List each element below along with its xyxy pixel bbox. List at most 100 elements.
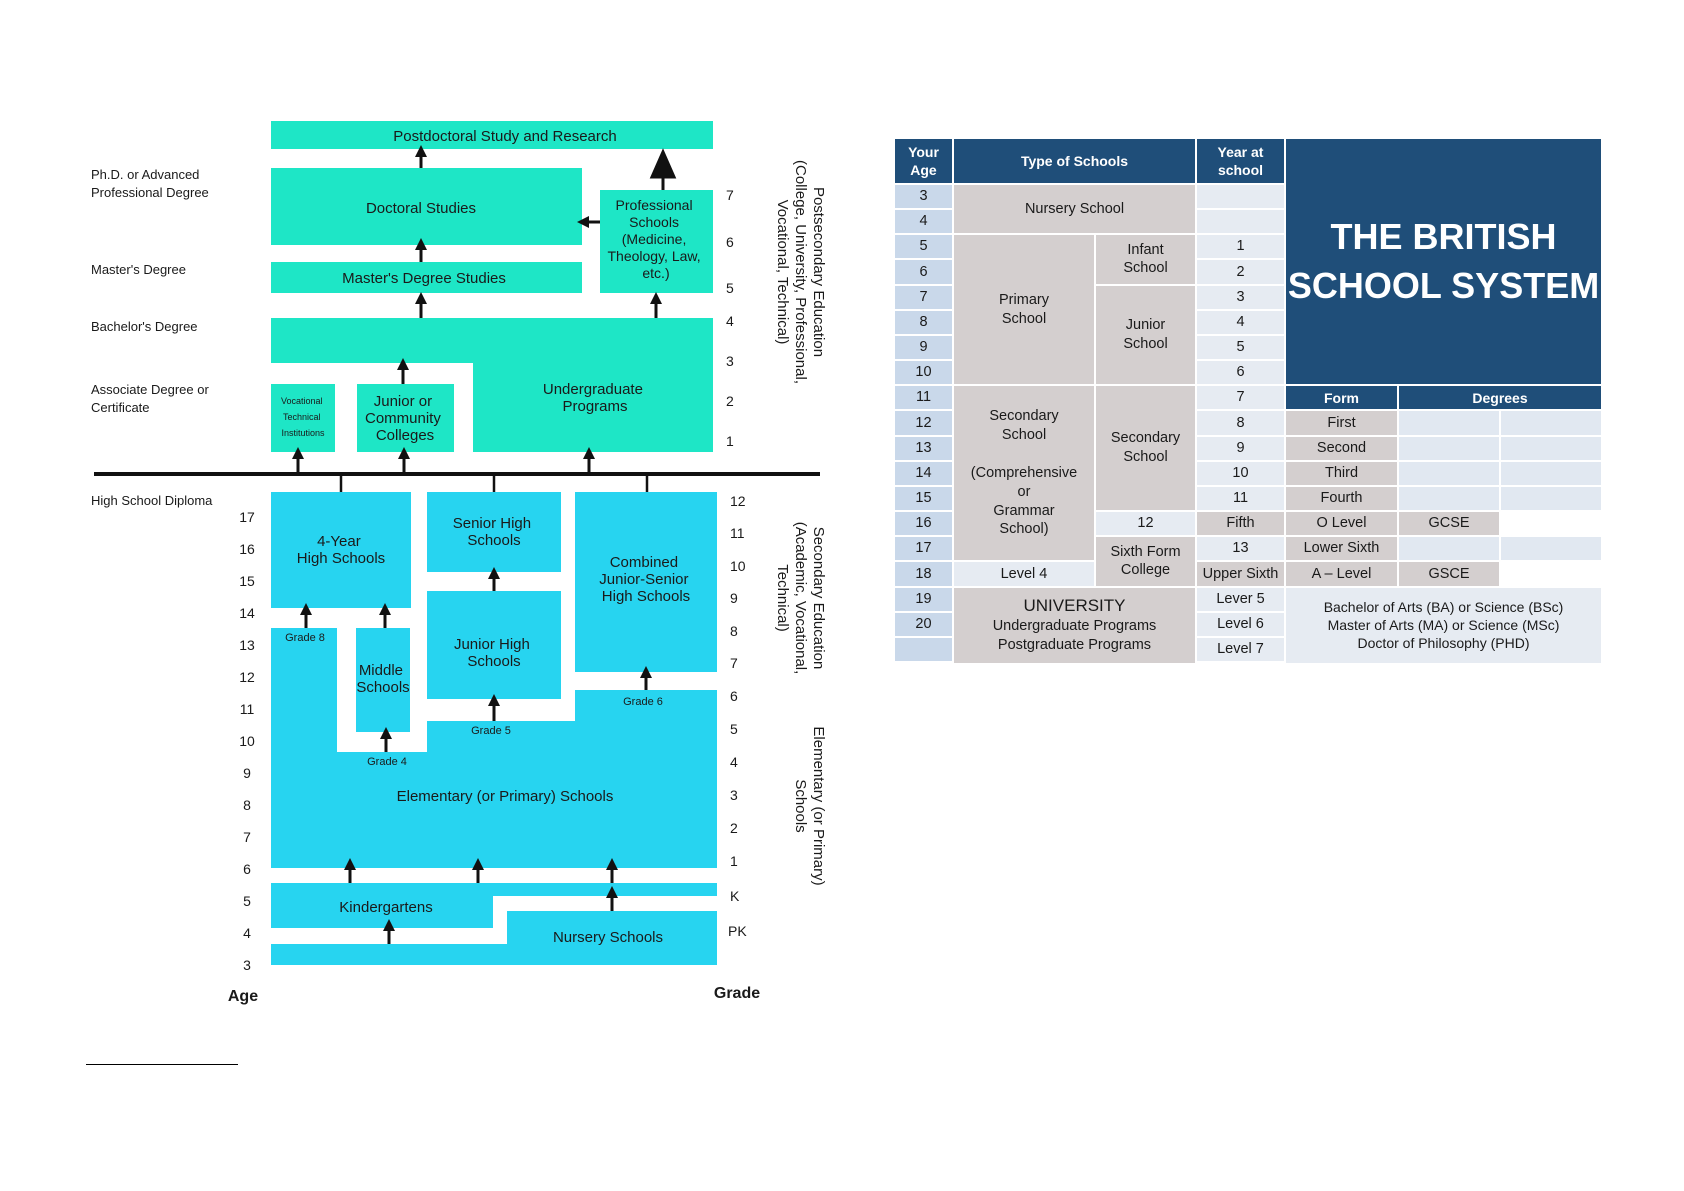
age-cell: 17 [895,537,952,561]
form-header: Form [1286,386,1397,410]
postdoc-block [271,121,713,149]
grade-tick: 3 [730,787,738,803]
age-tick: 6 [243,861,251,877]
degree-cell [1501,486,1602,511]
age-tick: 11 [240,701,255,717]
grade-tick: 12 [730,493,746,509]
grade-ticks: 7 6 5 4 3 2 1 12 11 10 9 8 7 6 5 4 3 2 1… [726,187,747,939]
form-cell: First [1286,411,1397,435]
year-cell: 3 [1197,285,1284,309]
age-tick: 7 [243,829,251,845]
grade-tick: 11 [730,525,745,541]
combined-hs-label: Combined Junior-Senior High Schools [599,554,692,605]
elementary-block [271,628,717,868]
year-cell: 5 [1197,335,1284,360]
grade-tick: PK [728,923,747,939]
age-tick: 12 [239,669,255,685]
degree-cell [1501,436,1602,460]
svg-text:(Academic, Vocational,: (Academic, Vocational, [792,522,809,675]
age-tick: 8 [243,797,251,813]
svg-text:Schools: Schools [792,779,809,832]
age-tick: 5 [243,893,251,909]
grade-4-marker: Grade 4 [367,756,407,768]
svg-text:Secondary Education: Secondary Education [810,527,827,670]
senior-hs-label: Senior High Schools [453,515,536,549]
age-cell: 7 [895,285,952,309]
post-grade-tick: 6 [726,234,734,250]
grade-tick: 9 [730,590,738,606]
preschool-strip [271,944,717,965]
elementary-side-label: Elementary (or Primary) Schools [792,726,827,885]
highschool-diploma-label: High School Diploma [91,493,213,508]
age-cell: 16 [895,512,952,536]
age-axis-title: Age [228,988,258,1005]
age-cell: 11 [895,386,952,410]
degree-cell: A – Level [1286,562,1397,586]
postsecondary-side-label: Postsecondary Education (College, Univer… [774,160,827,384]
elementary-label: Elementary (or Primary) Schools [397,788,614,805]
grade-tick: 1 [730,853,738,869]
age-ticks: 17 16 15 14 13 12 11 10 9 8 7 6 5 4 3 [239,509,255,973]
form-cell: Third [1286,461,1397,485]
degree-cell: GCSE [1399,512,1499,536]
combined-hs-block [575,492,717,672]
age-cell: 6 [895,260,952,284]
postdoc-label: Postdoctoral Study and Research [393,128,616,145]
age-cell: 14 [895,461,952,485]
postsecondary-blocks [271,121,713,452]
degree-cell [1501,461,1602,485]
year-cell: Lever 5 [1197,587,1284,611]
degree-cell [1399,486,1499,511]
age-cell [895,637,952,661]
four-year-hs-label: 4-Year High Schools [297,533,385,567]
grade-5-marker: Grade 5 [471,725,511,737]
age-cell: 18 [895,562,952,586]
middle-schools-label: Middle Schools [356,662,409,696]
degrees-header: Degrees [1399,386,1602,410]
age-cell: 15 [895,486,952,511]
vocational-label: Vocational Technical Institutions [281,396,325,438]
age-cell: 5 [895,235,952,259]
degree-cell [1501,411,1602,435]
doctoral-block [271,168,582,245]
professional-label: Professional Schools (Medicine, Theology… [607,197,704,281]
grade-tick: 2 [730,820,738,836]
undergrad-block [271,318,713,452]
associate-degree-label: Associate Degree or Certificate [91,382,212,415]
degree-cell [1399,461,1499,485]
age-cell: 20 [895,612,952,636]
post-grade-tick: 5 [726,280,734,296]
age-tick: 10 [239,733,255,749]
svg-text:Elementary (or Primary): Elementary (or Primary) [810,726,827,885]
age-cell: 13 [895,436,952,460]
footnote-separator [86,1064,238,1065]
university-cell: UNIVERSITY Undergraduate Programs Postgr… [954,587,1195,663]
grade-6-marker: Grade 6 [623,696,663,708]
post-grade-tick: 3 [726,353,734,369]
degree-labels: Ph.D. or Advanced Professional Degree Ma… [91,167,213,508]
post-grade-tick: 1 [726,433,734,449]
type-of-schools-header: Type of Schools [954,139,1195,183]
grade-tick: 7 [730,655,738,671]
grade-tick: 10 [730,558,746,574]
block-labels: Postdoctoral Study and Research Doctoral… [281,128,704,946]
year-cell: 9 [1197,436,1284,460]
form-cell: Second [1286,436,1397,460]
bachelors-degree-label: Bachelor's Degree [91,319,198,334]
svg-text:(College, University, Professi: (College, University, Professional, [792,160,809,384]
grade-tick: 4 [730,754,738,770]
year-cell: 2 [1197,260,1284,284]
age-cell: 3 [895,185,952,209]
year-cell: Level 7 [1197,637,1284,661]
age-cell: 8 [895,310,952,334]
age-cell: 10 [895,361,952,385]
form-cell: Fourth [1286,486,1397,511]
four-year-hs-block [271,492,411,608]
age-tick: 13 [239,637,255,653]
form-cell: Upper Sixth [1197,562,1284,586]
